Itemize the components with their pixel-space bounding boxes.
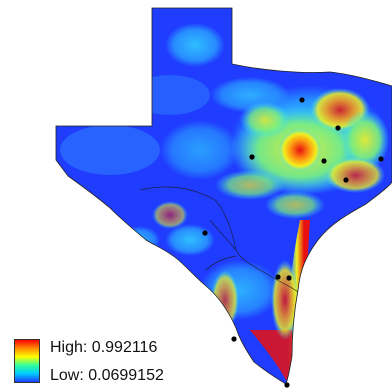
occurrence-points <box>202 97 384 388</box>
occurrence-point <box>275 274 281 280</box>
region-boundaries <box>139 186 299 293</box>
legend-color-ramp <box>14 339 40 383</box>
occurrence-point <box>321 158 327 164</box>
legend: High: 0.992116 Low: 0.0699152 <box>14 337 184 385</box>
occurrence-point <box>202 230 208 236</box>
occurrence-point <box>286 275 292 281</box>
legend-low-label: Low: 0.0699152 <box>50 367 164 384</box>
occurrence-point <box>378 156 384 162</box>
occurrence-point <box>299 97 305 103</box>
occurrence-point <box>249 154 255 160</box>
occurrence-point <box>343 177 349 183</box>
occurrence-point <box>231 336 237 342</box>
occurrence-point <box>335 125 341 131</box>
occurrence-point <box>284 382 290 388</box>
legend-high-label: High: 0.992116 <box>50 339 158 356</box>
